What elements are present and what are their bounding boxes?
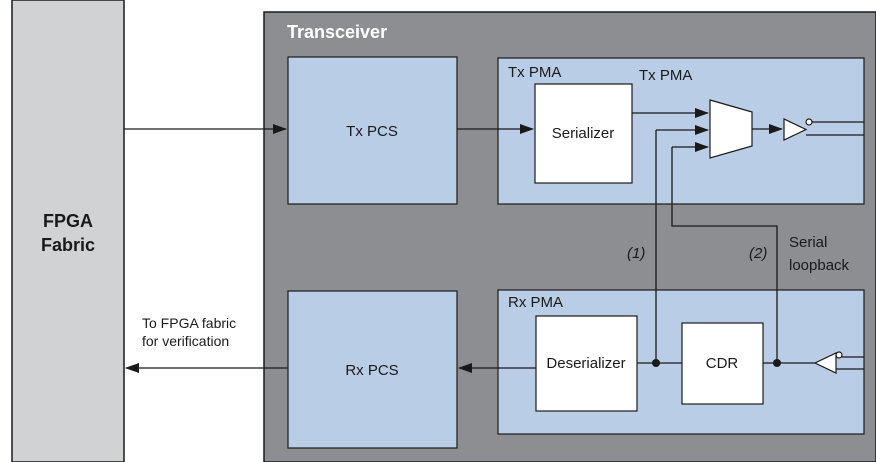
to-fabric-label-line2: for verification	[142, 333, 229, 349]
serializer-block	[534, 83, 633, 184]
rx-pcs-block	[287, 290, 458, 449]
tx-pma-label: Tx PMA	[508, 64, 561, 81]
cdr-label: CDR	[706, 355, 739, 372]
serializer-label: Serializer	[552, 125, 615, 142]
serial-loopback-label-line1: Serial	[789, 234, 827, 251]
path1-label: (1)	[627, 245, 645, 262]
loopback-path-2	[671, 147, 778, 362]
rx-buffer-invert-bubble	[835, 351, 843, 359]
rx-buffer-icon	[813, 352, 837, 374]
tx-buffer-invert-bubble	[805, 118, 813, 126]
to-fabric-label-line1: To FPGA fabric	[142, 315, 236, 331]
multiplexer-shape	[709, 99, 753, 159]
path2-label: (2)	[749, 245, 767, 262]
serial-loopback-label-line2: loopback	[789, 257, 850, 274]
tx-pcs-block	[287, 56, 458, 205]
deserializer-label: Deserializer	[546, 355, 625, 372]
junction-dot-path1	[652, 359, 660, 367]
tx-pcs-label: Tx PCS	[346, 123, 398, 140]
rx-pma-label: Rx PMA	[508, 294, 563, 311]
junction-dot-path2	[773, 359, 781, 367]
fpga-fabric-label-line2: Fabric	[41, 235, 95, 255]
rx-pcs-label: Rx PCS	[345, 362, 398, 379]
tx-pma-secondary-label: Tx PMA	[639, 67, 692, 84]
transceiver-title: Transceiver	[287, 22, 387, 42]
tx-buffer-icon	[783, 118, 808, 141]
fpga-fabric-block	[11, 0, 125, 462]
connection-lines	[124, 108, 864, 373]
fpga-fabric-label-line1: FPGA	[43, 211, 93, 231]
